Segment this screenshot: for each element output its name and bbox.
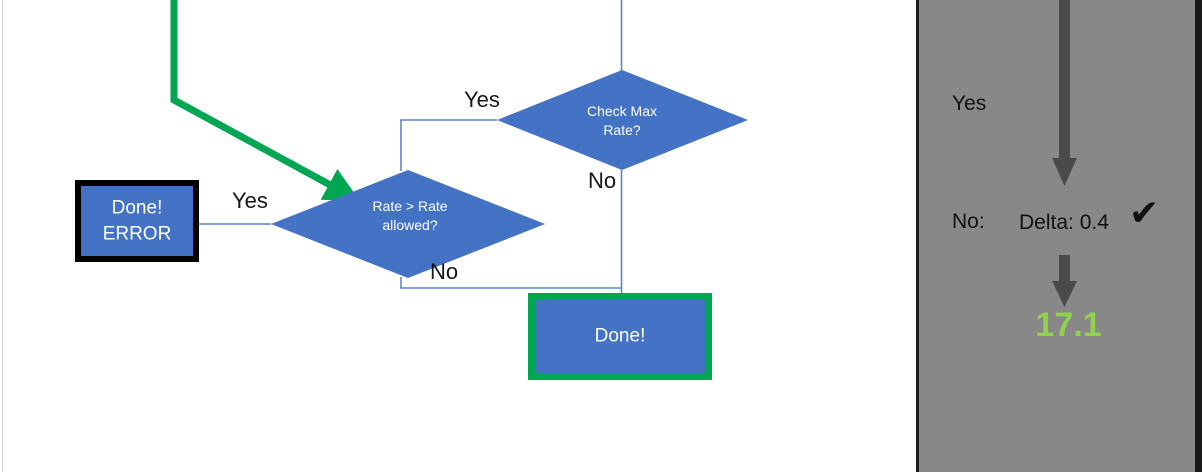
node-rate-gt-rate-allowed [271,170,545,278]
edge-label-yes-rate-allowed: Yes [232,188,268,213]
down-arrow-short [1052,255,1077,307]
connector-no-rate-allowed [400,277,621,289]
panel-result-value-text: 17.1 [1035,306,1102,344]
panel-no-label: No: [952,210,985,233]
edge-label-no-check-max-rate: No [588,168,617,193]
node-done-error-label: Done! ERROR [102,197,172,244]
down-arrow-long [1052,0,1077,186]
annotation-panel: Yes No: Delta: 0.4 ✔ 17.1 [916,0,1202,472]
flowchart-diagram [170,0,748,293]
node-done-error[interactable]: Done! ERROR [75,180,199,262]
edge-label-no-rate-allowed: No [430,259,459,284]
panel-arrows [1052,0,1077,307]
node-done-label: Done! [594,325,646,347]
panel-result-value: 17.1 [919,308,1195,342]
panel-delta-label: Delta: 0.4 [1019,211,1109,234]
left-edge-rule [2,0,3,472]
green-highlight-path [170,0,360,202]
checkmark-icon: ✔ [1129,193,1160,234]
node-check-max-rate [497,70,748,170]
node-done[interactable]: Done! [528,293,712,380]
edge-label-yes-check-max-rate: Yes [464,87,500,112]
connector-yes-check-max-rate [400,119,497,171]
panel-yes-label: Yes [952,92,987,115]
